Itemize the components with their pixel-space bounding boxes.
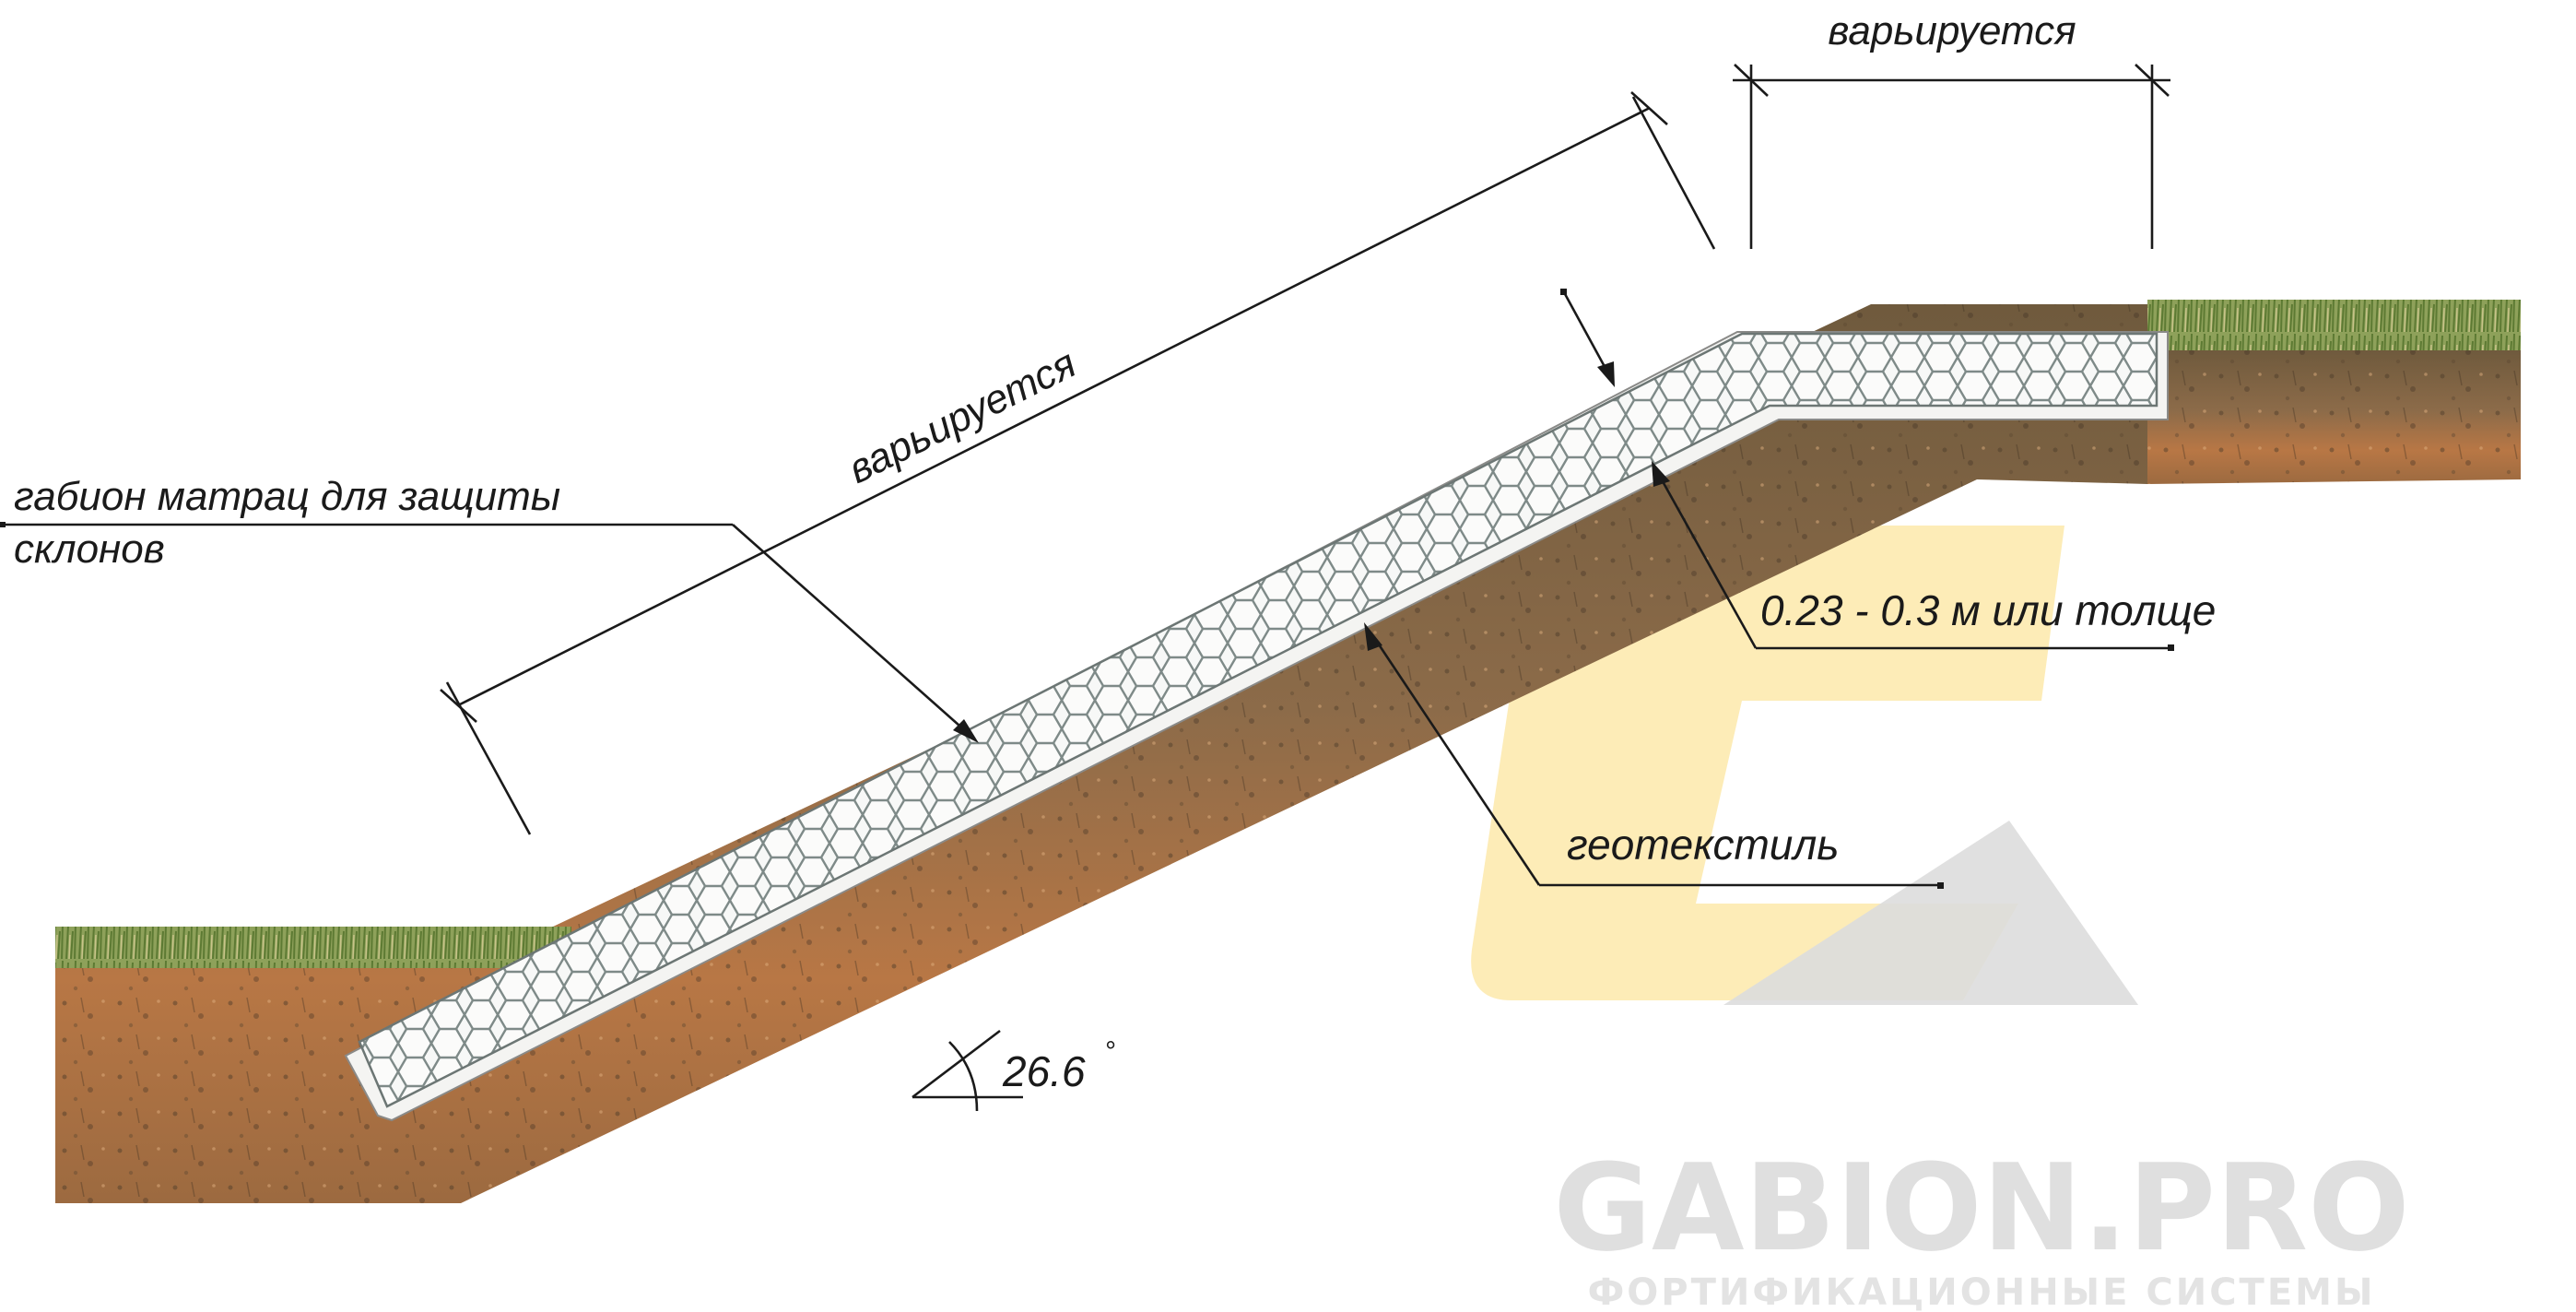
arrowhead-mattress [953, 719, 979, 743]
label-mattress: габион матрац для защиты [14, 474, 560, 519]
label-angle: 26.6 [1002, 1047, 1086, 1095]
callout-mattress: габион матрац для защиты склонов [0, 474, 979, 743]
label-mattress-line2: склонов [14, 526, 165, 572]
soil-right-texture [2147, 350, 2521, 484]
gabion-mattress-layer [344, 331, 2169, 1122]
arrowhead-thickness-bottom [1652, 461, 1670, 487]
label-slope-length: варьируется [841, 341, 1084, 492]
label-top-length: варьируется [1828, 8, 2076, 53]
logo-grey-triangle [1723, 821, 2138, 1005]
label-geotextile: геотекстиль [1567, 821, 1839, 869]
grass-right [2147, 300, 2521, 350]
gabion-mattress [358, 332, 2158, 1108]
watermark-brand: GABION.PRO [1553, 1138, 2409, 1278]
label-thickness: 0.23 - 0.3 м или толще [1760, 586, 2216, 634]
angle-indicator: 26.6 ° [912, 1029, 1115, 1112]
watermark-tagline: ФОРТИФИКАЦИОННЫЕ СИСТЕМЫ [1588, 1271, 2376, 1312]
callout-thickness: 0.23 - 0.3 м или толще [1560, 289, 2216, 651]
dimension-top-length: варьируется [1733, 8, 2170, 249]
geotextile-layer [344, 331, 2169, 1122]
label-angle-unit: ° [1104, 1036, 1115, 1067]
callout-geotextile: геотекстиль [1364, 622, 1944, 889]
arrowhead-thickness-top [1597, 361, 1615, 387]
arrowhead-geotextile [1364, 622, 1382, 651]
grass-left [55, 927, 571, 968]
